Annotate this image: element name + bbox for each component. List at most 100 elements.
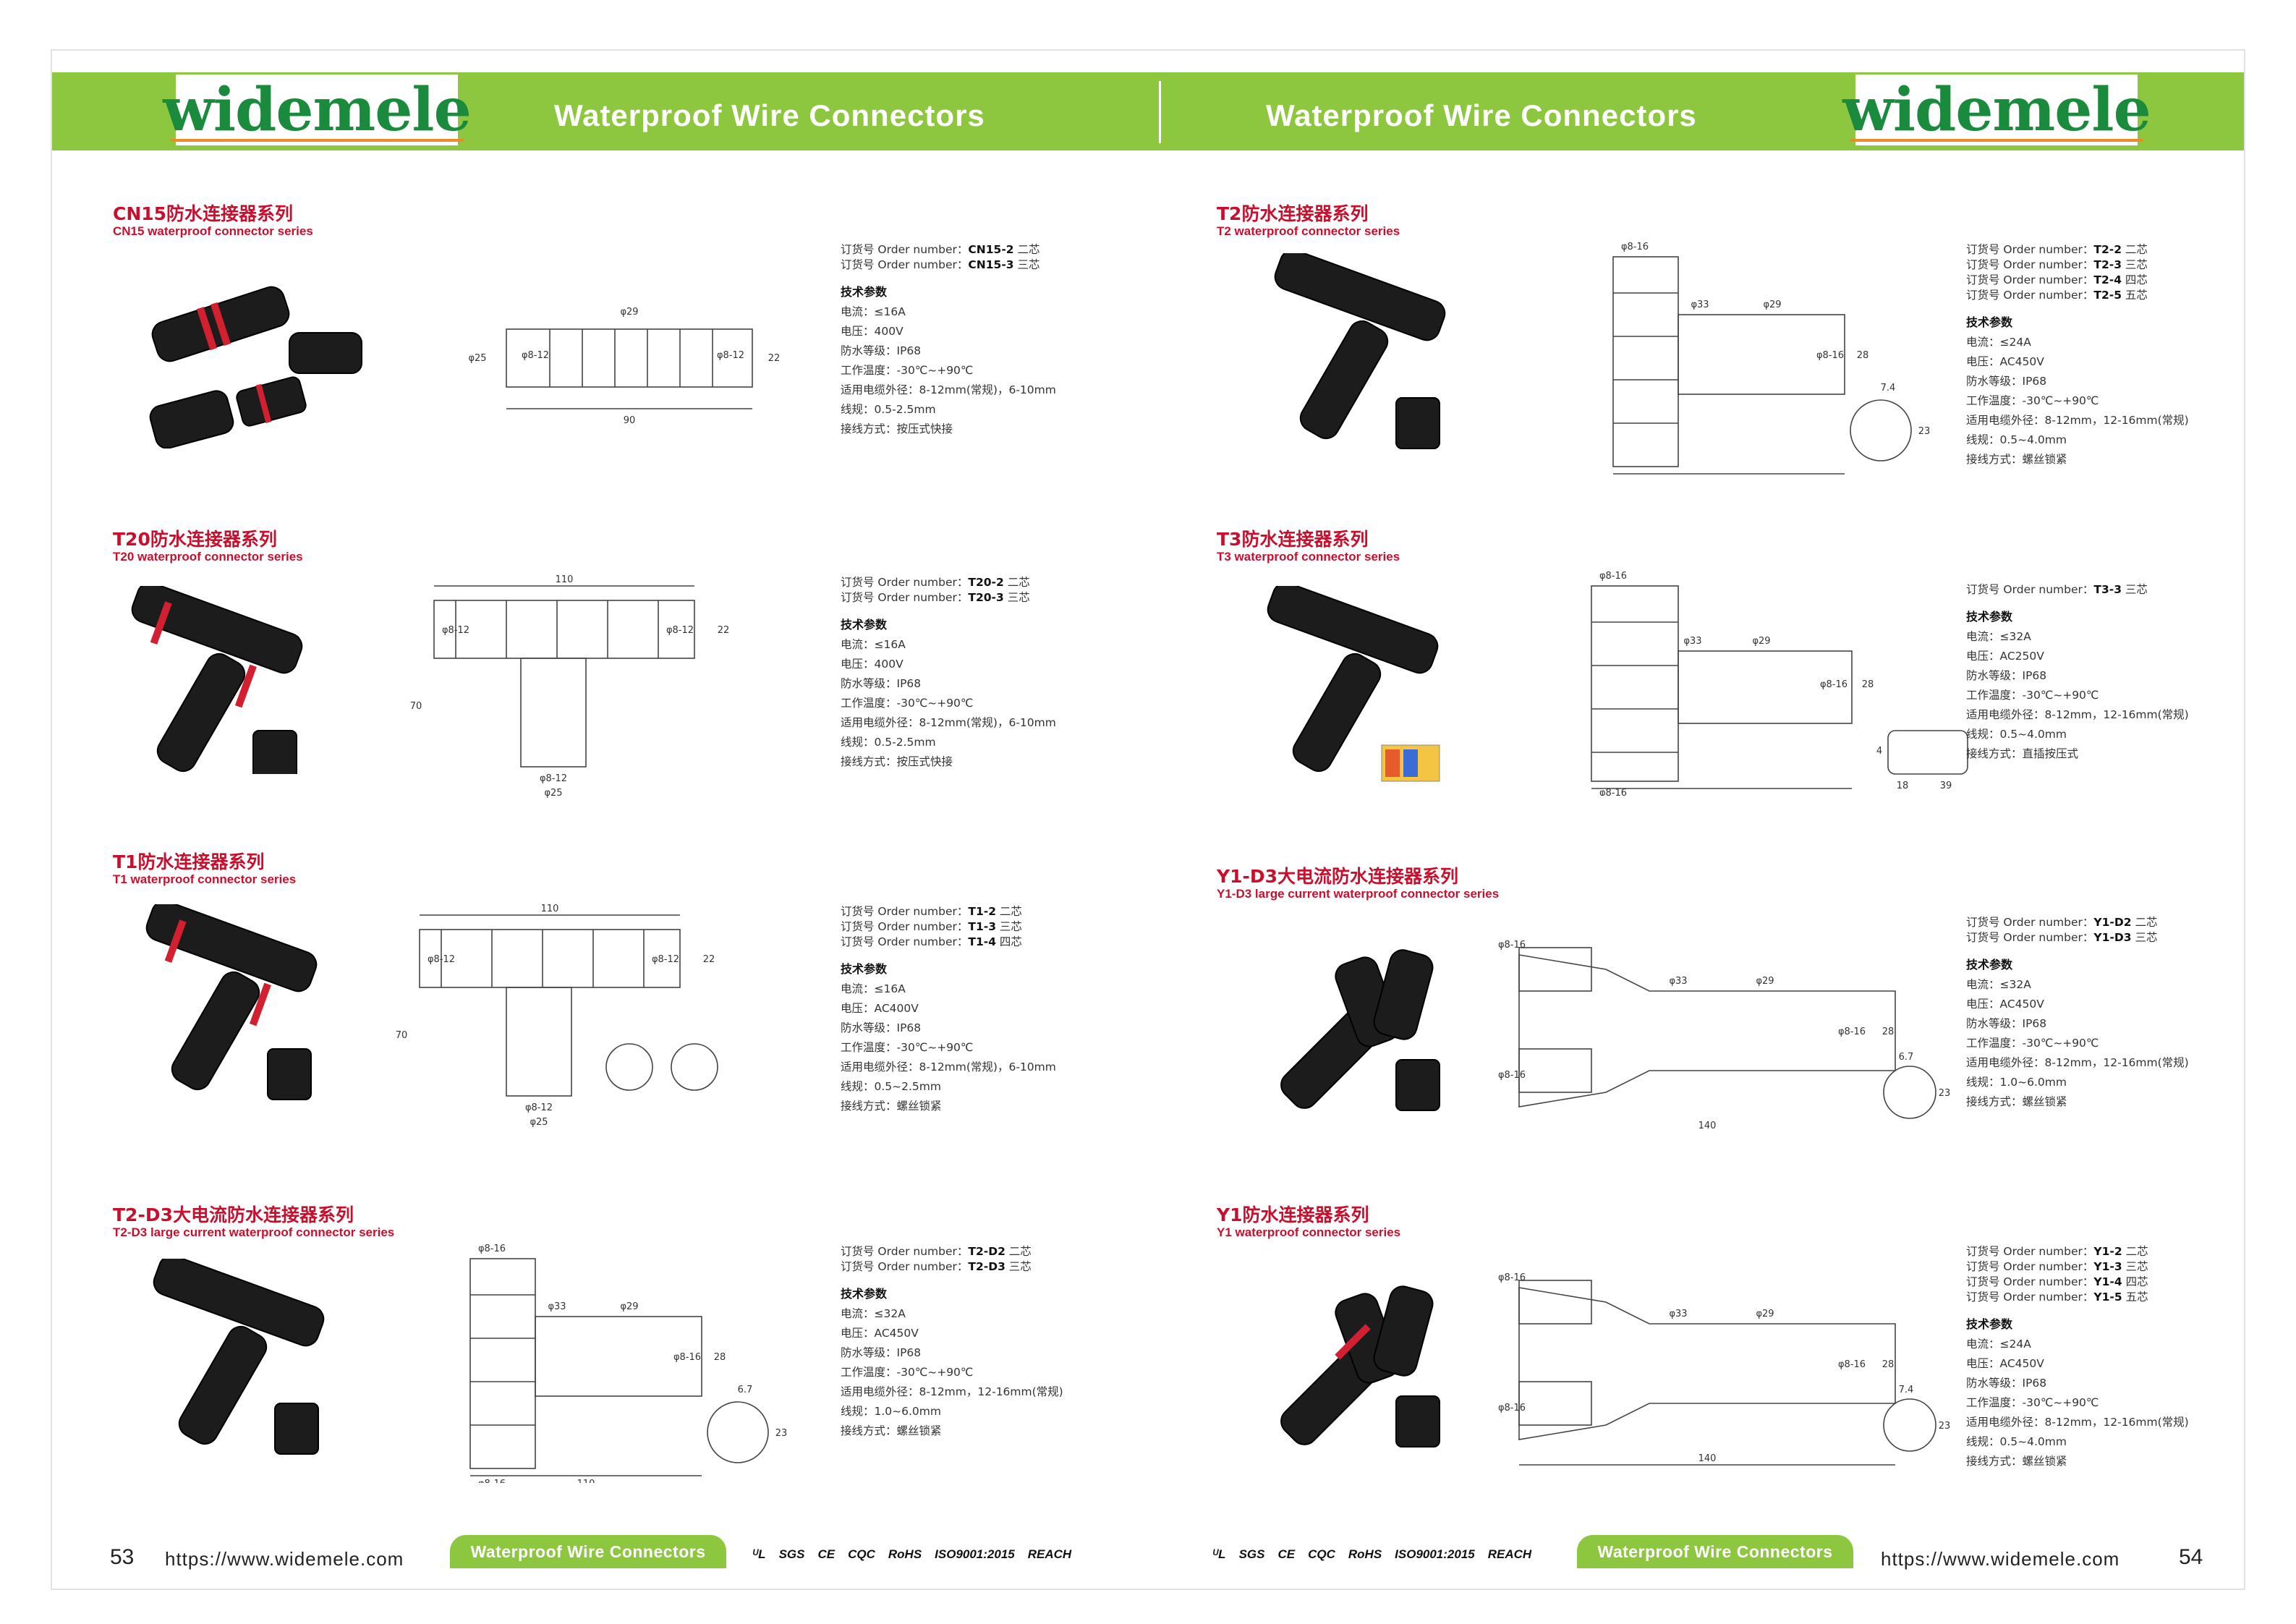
spec-block-cn15: 订货号 Order number：CN15-2 二芯订货号 Order numb… [841,242,1056,439]
order-cores: 二芯 [1008,1245,1032,1258]
order-prefix: 订货号 Order number： [1966,1275,2094,1288]
dim-phi8-16: φ8-16 [1498,1403,1526,1413]
spec-row: 接线方式：螺丝锁紧 [1966,1095,2067,1108]
spec-row: 适用电缆外径：8-12mm，12-16mm(常规) [1966,708,2189,721]
cert-logo: SGS [1238,1547,1265,1561]
spec-row: 电流：≤24A [1966,1338,2031,1351]
series-title-en: T2-D3 large current waterproof connector… [113,1225,395,1239]
order-code: T2-4 [2093,273,2122,286]
dim-phi29: φ29 [1756,1309,1774,1319]
dim-phi8-16: φ8-16 [1498,940,1526,951]
spec-row: 防水等级：IP68 [1966,1377,2047,1390]
dim-phi8-12: φ8-12 [428,954,455,965]
cert-logo: CE [1277,1547,1296,1561]
order-prefix: 订货号 Order number： [841,591,969,604]
dim-140: 140 [1698,1453,1717,1464]
order-cores: 三芯 [2135,931,2158,944]
footer-url-left[interactable]: https://www.widemele.com [165,1548,404,1570]
dim-phi8-16: φ8-16 [1838,1359,1866,1370]
dim-phi8-12: φ8-12 [442,625,469,636]
spec-row: 接线方式：螺丝锁紧 [1966,1455,2067,1468]
dim-phi29: φ29 [1763,299,1781,310]
cert-logo: ᵁL [752,1547,766,1561]
spec-row: 接线方式：螺丝锁紧 [841,1424,942,1437]
order-prefix: 订货号 Order number： [1966,273,2094,286]
order-code: T2-D3 [968,1260,1005,1273]
dim-23: 23 [775,1428,788,1439]
dim-110: 110 [577,1479,595,1483]
series-title-cn: Y1-D3大电流防水连接器系列 [1217,866,1459,887]
cert-logo: REACH [1027,1547,1072,1561]
order-prefix: 订货号 Order number： [1966,1291,2094,1304]
dim-phi8-16: φ8-16 [1599,571,1627,582]
order-prefix: 订货号 Order number： [841,258,969,271]
order-prefix: 订货号 Order number： [1966,289,2094,302]
order-number-line: 订货号 Order number：CN15-3 三芯 [841,258,1056,273]
spec-row: 线规：0.5~4.0mm [1966,433,2067,446]
dim-70: 70 [396,1030,408,1041]
order-cores: 四芯 [999,935,1022,948]
spec-row: 工作温度：-30℃~+90℃ [841,1041,974,1054]
header-title-right: Waterproof Wire Connectors [1266,98,1697,132]
product-photo-cn15 [137,260,412,451]
dim-39: 39 [1940,781,1952,791]
order-cores: 三芯 [2125,258,2148,271]
order-code: T2-2 [2093,243,2122,256]
dim-phi33: φ33 [1669,976,1687,987]
dim-phi8-16: φ8-16 [1498,1070,1526,1081]
page-number-right: 54 [2179,1545,2203,1569]
product-photo [131,582,303,782]
dim-23: 23 [1918,426,1931,437]
order-cores: 二芯 [2135,916,2158,929]
spec-row: 电流：≤16A [841,638,906,651]
dim-7.4: 7.4 [1881,383,1896,394]
spec-row: 线规：0.5~4.0mm [1966,1435,2067,1448]
spec-row: 工作温度：-30℃~+90℃ [841,697,974,710]
cert-logo: ᵁL [1212,1547,1226,1561]
spec-row: 适用电缆外径：8-12mm，12-16mm(常规) [841,1385,1063,1398]
footer-pill-left: Waterproof Wire Connectors [450,1535,726,1568]
product-photo-t3 [1251,582,1461,799]
order-number-line: 订货号 Order number：T3-3 三芯 [1966,582,2189,598]
dim-7.4: 7.4 [1899,1385,1914,1395]
dim-18: 18 [1897,781,1909,791]
order-number-line: 订货号 Order number：T2-D2 二芯 [841,1244,1063,1259]
dim-phi8-16: φ8-16 [1816,350,1844,361]
order-cores: 四芯 [2125,273,2148,286]
order-code: Y1-4 [2093,1275,2122,1288]
product-photo-t1 [130,900,376,1124]
dim-22: 22 [768,353,781,364]
logo-right[interactable]: widemele [1842,72,2151,148]
order-number-line: 订货号 Order number：Y1-D2 二芯 [1966,915,2189,930]
tech-params-heading: 技术参数 [841,1287,888,1301]
tech-params-heading: 技术参数 [1966,315,2013,329]
series-title-cn: T20防水连接器系列 [113,529,277,550]
page-frame [51,49,2245,1590]
order-code: T3-3 [2093,583,2122,596]
dim-phi8-12: φ8-12 [540,773,567,784]
spec-row: 电流：≤16A [841,305,906,318]
logo-left[interactable]: widemele [163,72,472,148]
order-code: T1-2 [968,905,996,918]
product-photo-t20 [116,582,333,782]
order-code: T20-2 [968,576,1004,589]
dim-6.7: 6.7 [738,1385,753,1395]
spec-row: 线规：0.5~4.0mm [1966,728,2067,741]
dim-phi8-16: φ8-16 [1838,1026,1866,1037]
order-code: T2-5 [2093,289,2122,302]
dim-28: 28 [1882,1026,1895,1037]
dim-phi8-12: φ8-12 [717,350,744,361]
dim-phi33: φ33 [1683,636,1701,647]
cert-logo: CE [817,1547,836,1561]
order-code: CN15-2 [968,243,1014,256]
order-prefix: 订货号 Order number： [1966,1245,2094,1258]
footer-url-right[interactable]: https://www.widemele.com [1881,1548,2120,1570]
spec-row: 电压：400V [841,658,903,671]
spec-row: 电流：≤32A [1966,978,2031,991]
